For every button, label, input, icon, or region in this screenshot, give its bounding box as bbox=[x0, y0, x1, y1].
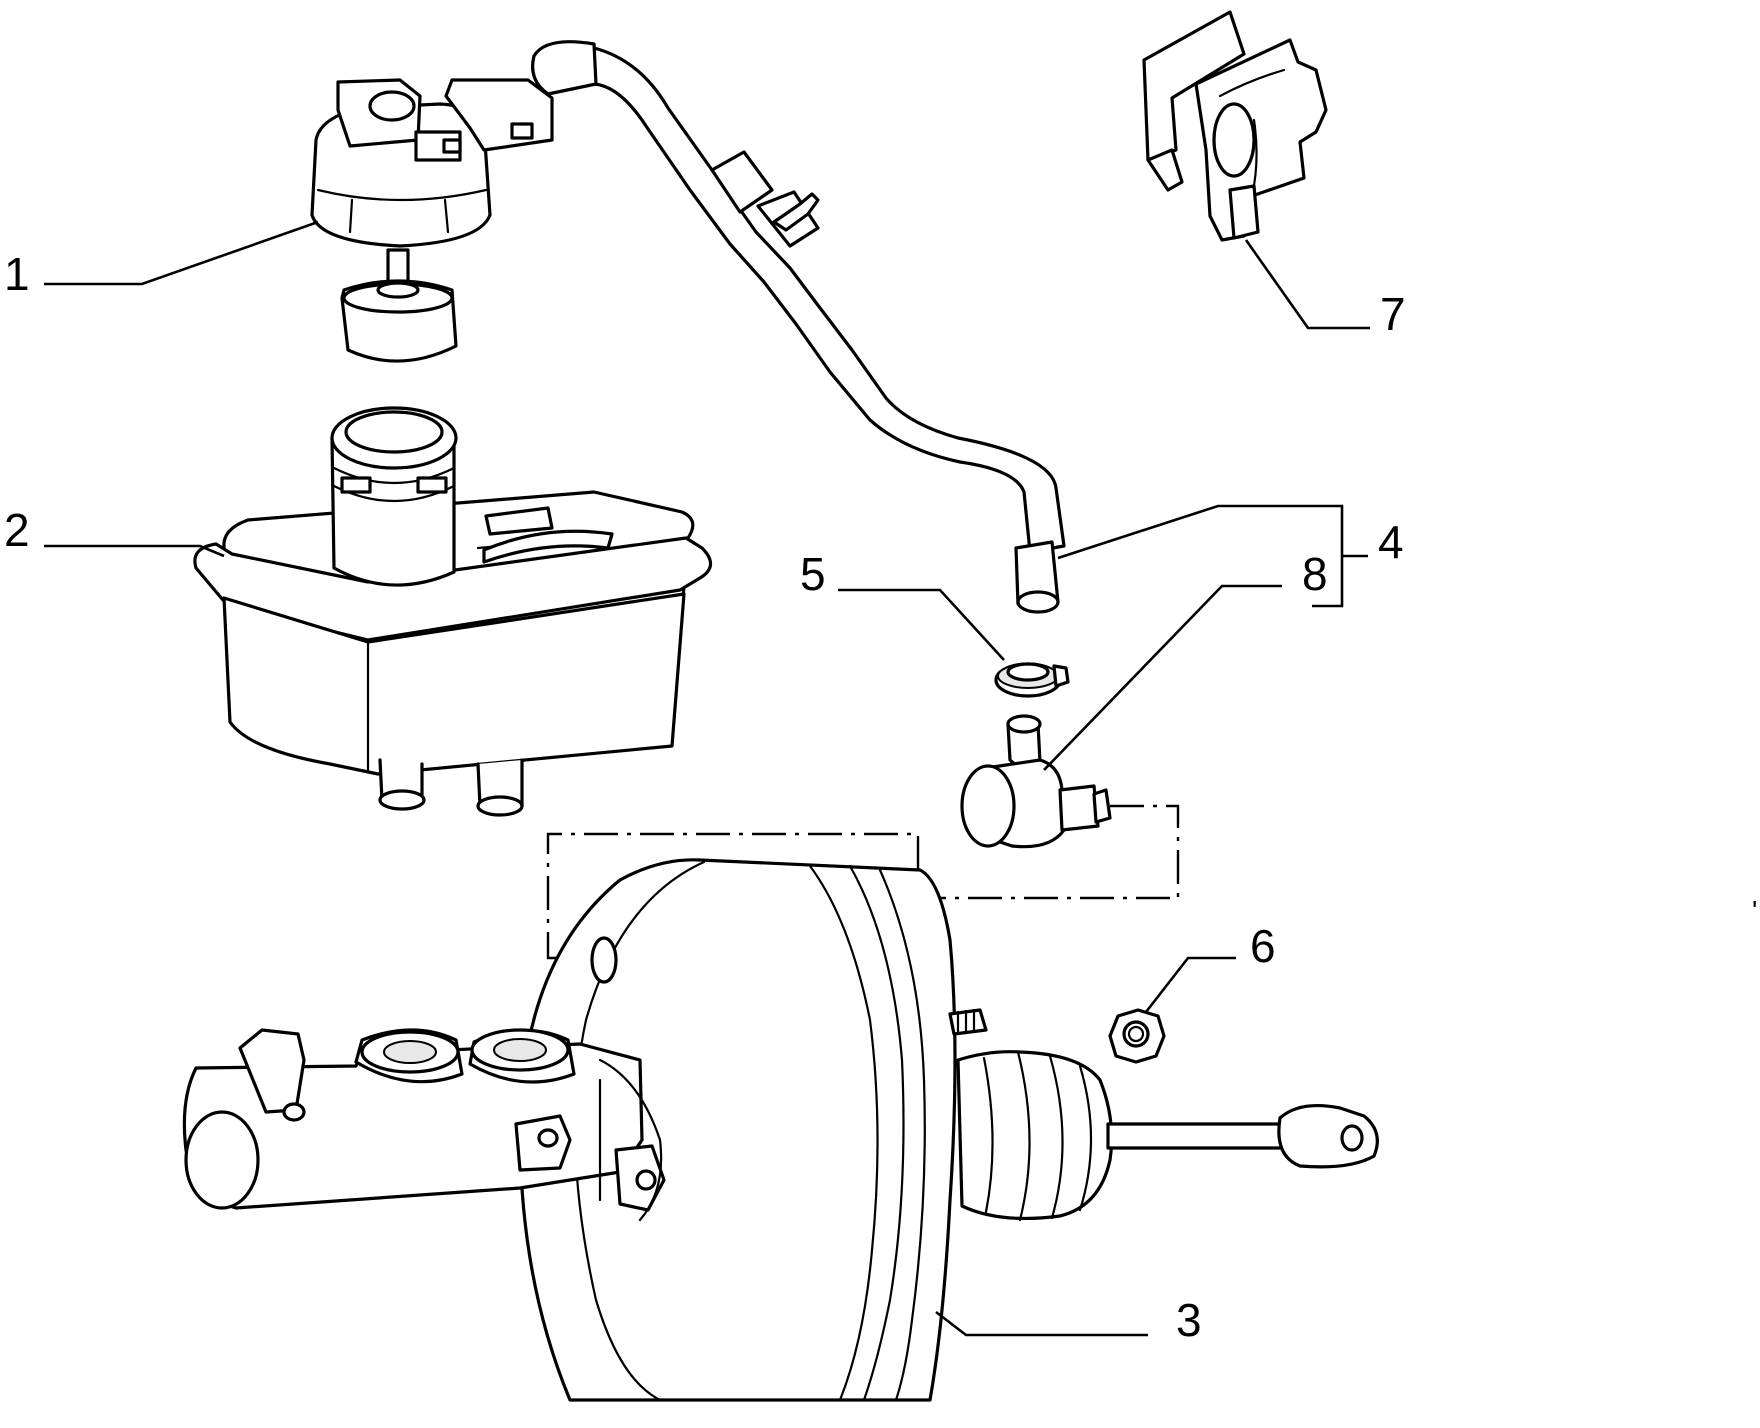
brake-booster bbox=[518, 858, 1379, 1402]
callout-5: 5 bbox=[800, 548, 826, 600]
pipe-retaining-clip bbox=[1142, 10, 1328, 242]
leader-3 bbox=[935, 1310, 1148, 1337]
check-valve-elbow bbox=[960, 714, 1112, 849]
leader-lines bbox=[44, 220, 1370, 1337]
stray-mark: ' bbox=[1752, 895, 1757, 926]
leader-5 bbox=[838, 588, 1005, 661]
callout-8: 8 bbox=[1302, 548, 1328, 600]
leader-1 bbox=[44, 220, 319, 286]
leader-6 bbox=[1144, 956, 1236, 1013]
leader-4 bbox=[1057, 504, 1368, 608]
leader-2 bbox=[44, 544, 225, 558]
vacuum-hose bbox=[531, 40, 1066, 614]
callout-3: 3 bbox=[1176, 1294, 1202, 1346]
callout-2: 2 bbox=[4, 504, 30, 556]
callout-labels: 1 2 3 4 5 6 7 8 ' bbox=[4, 248, 1757, 1346]
master-cylinder bbox=[182, 1028, 666, 1222]
reservoir-cap-with-sensor bbox=[310, 78, 554, 363]
callout-7: 7 bbox=[1380, 288, 1406, 340]
brake-fluid-reservoir bbox=[193, 406, 713, 817]
callout-1: 1 bbox=[4, 248, 30, 300]
callout-4: 4 bbox=[1378, 516, 1404, 568]
hose-clamp bbox=[994, 662, 1070, 698]
leader-7 bbox=[1244, 239, 1370, 330]
connection-line bbox=[546, 804, 1180, 960]
callout-6: 6 bbox=[1250, 920, 1276, 972]
hex-nut bbox=[1108, 1008, 1166, 1064]
leader-8 bbox=[1043, 584, 1282, 771]
